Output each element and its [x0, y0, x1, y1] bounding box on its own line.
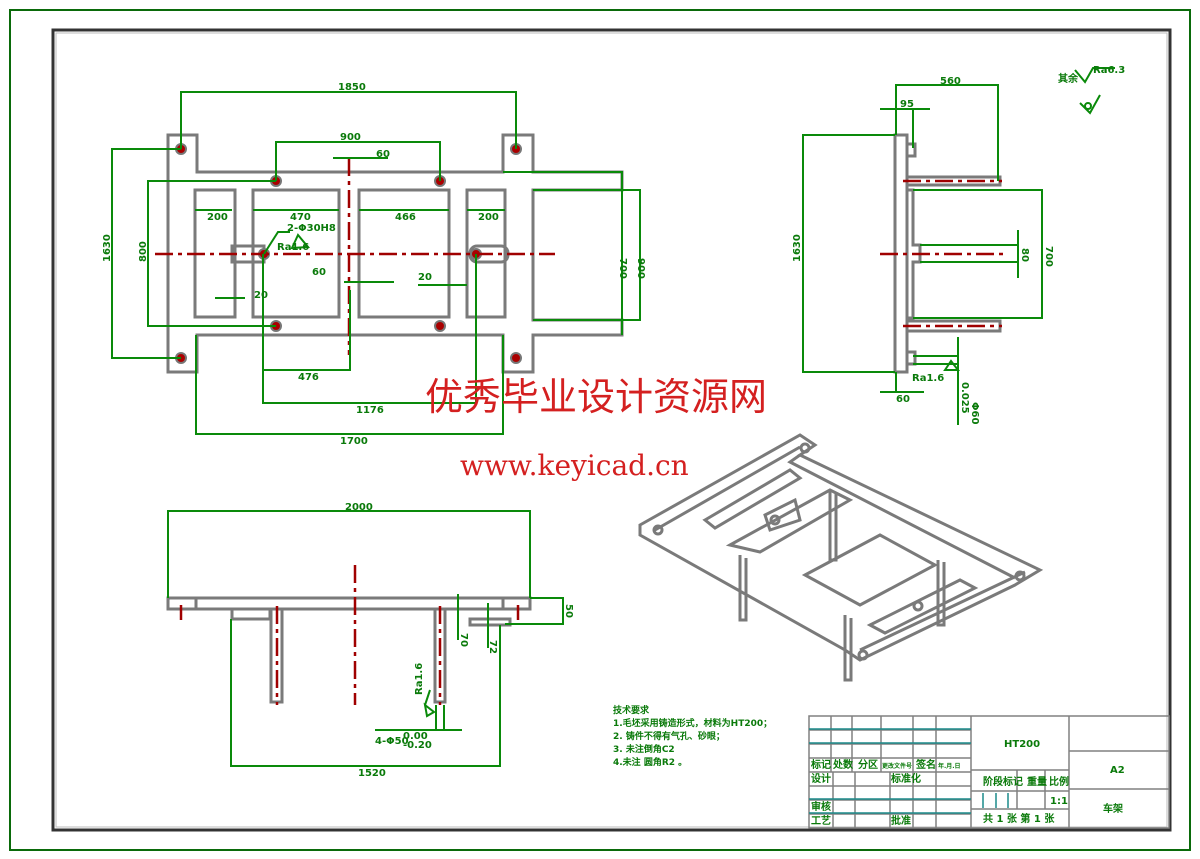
dim-1520: 1520	[358, 768, 386, 779]
dim-20a: 20	[254, 290, 268, 301]
outer-frame	[9, 9, 1191, 851]
svg-text:设计: 设计	[811, 772, 831, 785]
dim-476: 476	[298, 372, 319, 383]
svg-text:分区: 分区	[858, 758, 878, 771]
surface-finish-note: 其余 Ra6.3	[1058, 65, 1125, 115]
inner-frame	[51, 28, 1172, 832]
svg-text:阶段标记: 阶段标记	[983, 775, 1023, 788]
svg-text:批准: 批准	[891, 814, 911, 827]
dim-60b: 60	[312, 267, 326, 278]
dim-1700: 1700	[340, 436, 368, 447]
dim-1850: 1850	[338, 82, 366, 93]
material-label: HT200	[1004, 739, 1040, 750]
dim-70: 70	[458, 633, 469, 647]
dim-1176: 1176	[356, 405, 384, 416]
svg-text:4.未注 圆角R2 。: 4.未注 圆角R2 。	[613, 756, 687, 768]
svg-text:标准化: 标准化	[890, 772, 921, 785]
svg-text:工艺: 工艺	[811, 814, 831, 827]
svg-text:技术要求: 技术要求	[613, 704, 650, 716]
dim-470: 470	[290, 212, 311, 223]
dim-60-side: 60	[896, 394, 910, 405]
svg-text:1:1: 1:1	[1050, 796, 1068, 807]
tol-lower: -0.20	[403, 740, 432, 751]
svg-text:2. 铸件不得有气孔、砂眼；: 2. 铸件不得有气孔、砂眼；	[613, 730, 725, 742]
dim-phi60: Φ60	[969, 402, 980, 424]
svg-text:3. 未注倒角C2: 3. 未注倒角C2	[613, 743, 675, 755]
part-name: 车架	[1103, 802, 1123, 815]
dim-1630-side: 1630	[792, 234, 803, 262]
watermark-title: 优秀毕业设计资源网	[425, 375, 767, 419]
dim-60: 60	[376, 149, 390, 160]
dim-4-phi50: 4-Φ50	[375, 736, 409, 747]
svg-text:Ra6.3: Ra6.3	[1093, 65, 1125, 76]
svg-text:签名: 签名	[915, 758, 936, 771]
svg-text:标记: 标记	[810, 758, 831, 771]
roughness-ra: Ra1.6	[277, 242, 309, 253]
dim-900-v: 900	[635, 258, 646, 279]
watermark-url: www.keyicad.cn	[460, 449, 689, 482]
dim-200-left: 200	[207, 212, 228, 223]
svg-text:更改文件号: 更改文件号	[882, 762, 912, 770]
svg-text:审核: 审核	[811, 800, 831, 813]
dim-900: 900	[340, 132, 361, 143]
dim-80: 80	[1019, 248, 1030, 262]
dim-72: 72	[487, 640, 498, 654]
tol-upper: 0.00	[403, 731, 428, 742]
dim-800: 800	[138, 241, 149, 262]
dim-560: 560	[940, 76, 961, 87]
dim-2000: 2000	[345, 502, 373, 513]
technical-requirements: 技术要求 1.毛坯采用铸造形式，材料为HT200； 2. 铸件不得有气孔、砂眼；…	[613, 704, 772, 768]
isometric-view	[638, 433, 1044, 682]
dim-holes: 2-Φ30H8	[287, 223, 336, 234]
roughness-side: Ra1.6	[912, 373, 944, 384]
dim-95: 95	[900, 99, 914, 110]
dim-700: 700	[617, 258, 628, 279]
svg-text:1.毛坯采用铸造形式，材料为HT200；: 1.毛坯采用铸造形式，材料为HT200；	[613, 717, 772, 729]
dim-20b: 20	[418, 272, 432, 283]
svg-text:年.月.日: 年.月.日	[938, 762, 961, 770]
title-block: 标记 处数 分区 更改文件号 签名 年.月.日 设计 标准化 审核 工艺 批准 …	[808, 715, 1170, 829]
sheet-format: A2	[1110, 765, 1125, 776]
dim-700-side: 700	[1043, 246, 1054, 267]
svg-text:其余: 其余	[1058, 72, 1079, 85]
roughness-front: Ra1.6	[414, 663, 425, 695]
svg-text:处数: 处数	[832, 758, 854, 771]
dim-466: 466	[395, 212, 416, 223]
svg-text:共 1 张 第 1 张: 共 1 张 第 1 张	[983, 812, 1055, 825]
dim-tol: 0.025	[959, 382, 970, 414]
side-view: 560 95 1630 80 700 60 Ra1.6 0.025 Φ60	[792, 76, 1054, 425]
front-view: 2000 50 70 72 Ra1.6 0.00 -0.20 4-Φ50 152…	[166, 502, 574, 779]
svg-text:比例: 比例	[1049, 775, 1069, 788]
dim-1630: 1630	[102, 234, 113, 262]
dim-200-right: 200	[478, 212, 499, 223]
dim-50: 50	[563, 604, 574, 618]
top-view: 1850 900 60 1630 800 200 470 466 200 60 …	[102, 82, 646, 447]
svg-text:重量: 重量	[1027, 775, 1047, 788]
